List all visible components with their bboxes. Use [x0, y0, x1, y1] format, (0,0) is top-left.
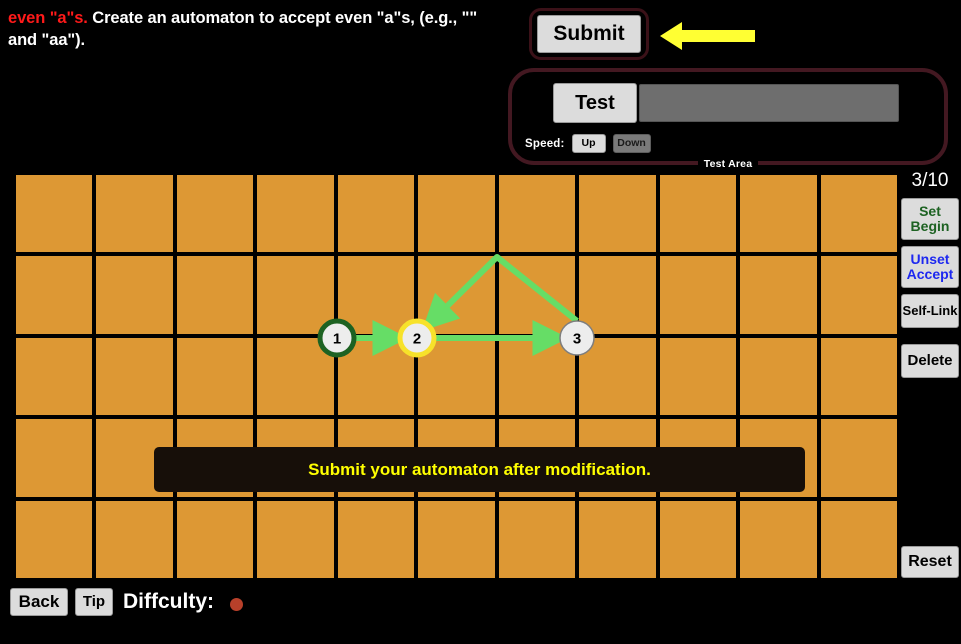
set-begin-line2: Begin — [910, 218, 950, 234]
grid-cell[interactable] — [257, 175, 334, 253]
grid-cell[interactable] — [820, 500, 897, 578]
speed-down-button[interactable]: Down — [612, 134, 651, 153]
grid-cell[interactable] — [498, 256, 576, 334]
self-link-button[interactable]: Self-Link — [901, 294, 959, 328]
grid-cell[interactable] — [820, 337, 897, 416]
grid-cell[interactable] — [659, 500, 737, 578]
grid-cell[interactable] — [176, 337, 254, 416]
grid-cell[interactable] — [96, 256, 173, 334]
grid-cell[interactable] — [418, 500, 495, 578]
bottom-bar: Back Tip Diffculty: — [10, 588, 243, 616]
grid-cell[interactable] — [820, 256, 897, 334]
grid-cell[interactable] — [579, 337, 656, 416]
grid-cell[interactable] — [257, 337, 334, 416]
grid-cell[interactable] — [176, 500, 254, 578]
grid-cell[interactable] — [418, 337, 495, 416]
grid-cell[interactable] — [418, 175, 495, 253]
unset-accept-button[interactable]: Unset Accept — [901, 246, 959, 288]
grid-cell[interactable] — [740, 256, 817, 334]
grid-cell[interactable] — [659, 337, 737, 416]
grid-cell[interactable] — [176, 256, 254, 334]
difficulty-label: Diffculty: — [123, 590, 214, 613]
grid-cell[interactable] — [418, 256, 495, 334]
grid-cell[interactable] — [337, 500, 415, 578]
speed-controls: Speed: Up Down — [525, 134, 651, 153]
grid-cell[interactable] — [96, 337, 173, 416]
back-button[interactable]: Back — [10, 588, 68, 616]
grid-cell[interactable] — [176, 175, 254, 253]
grid-cell[interactable] — [579, 500, 656, 578]
message-text: Submit your automaton after modification… — [308, 459, 651, 479]
grid-cell[interactable] — [820, 419, 897, 497]
unset-accept-line2: Accept — [906, 266, 954, 282]
difficulty-dot-icon — [230, 597, 243, 611]
test-area-legend-label: Test Area — [697, 157, 759, 171]
test-area-legend: Test Area — [512, 154, 944, 172]
grid-cell[interactable] — [498, 337, 576, 416]
grid-cell[interactable] — [337, 175, 415, 253]
test-area-panel: Test Speed: Up Down Test Area — [508, 68, 948, 171]
test-button[interactable]: Test — [553, 83, 637, 123]
set-begin-button[interactable]: Set Begin — [901, 198, 959, 240]
grid-cell[interactable] — [16, 500, 93, 578]
grid-cell[interactable] — [16, 256, 93, 334]
grid-cell[interactable] — [659, 256, 737, 334]
grid-cell[interactable] — [740, 337, 817, 416]
tool-rail: 3/10 Set Begin Unset Accept Self-Link De… — [901, 170, 959, 378]
speed-label: Speed: — [525, 137, 565, 150]
reset-button[interactable]: Reset — [901, 546, 959, 578]
prompt-keyword: even "a"s. — [8, 9, 88, 27]
grid-cell[interactable] — [659, 175, 737, 253]
set-begin-line1: Set — [919, 203, 941, 220]
score-counter: 3/10 — [911, 170, 949, 191]
message-banner: Submit your automaton after modification… — [154, 447, 805, 492]
grid-cell[interactable] — [820, 175, 897, 253]
submit-highlight-frame: Submit — [529, 8, 649, 60]
test-input[interactable] — [639, 84, 899, 122]
grid-cell[interactable] — [257, 256, 334, 334]
delete-button[interactable]: Delete — [901, 344, 959, 378]
hint-left-arrow-icon — [660, 20, 755, 52]
grid-cell[interactable] — [740, 175, 817, 253]
speed-up-button[interactable]: Up — [571, 134, 606, 153]
grid-cell[interactable] — [16, 175, 93, 253]
grid-cell[interactable] — [96, 175, 173, 253]
grid-cell[interactable] — [257, 500, 334, 578]
grid-cell[interactable] — [498, 500, 576, 578]
grid-cell[interactable] — [16, 337, 93, 416]
puzzle-prompt: even "a"s. Create an automaton to accept… — [8, 8, 508, 52]
grid-cell[interactable] — [337, 256, 415, 334]
grid-cell[interactable] — [740, 500, 817, 578]
grid-cell[interactable] — [96, 500, 173, 578]
prompt-body: Create an automaton to accept even "a"s,… — [8, 9, 478, 49]
grid-cell[interactable] — [337, 337, 415, 416]
grid-cell[interactable] — [498, 175, 576, 253]
grid-cell[interactable] — [16, 419, 93, 497]
unset-accept-line1: Unset — [910, 251, 950, 268]
board-grid — [16, 175, 897, 578]
submit-button[interactable]: Submit — [537, 15, 641, 53]
grid-cell[interactable] — [579, 175, 656, 253]
grid-cell[interactable] — [579, 256, 656, 334]
tip-button[interactable]: Tip — [75, 588, 113, 616]
